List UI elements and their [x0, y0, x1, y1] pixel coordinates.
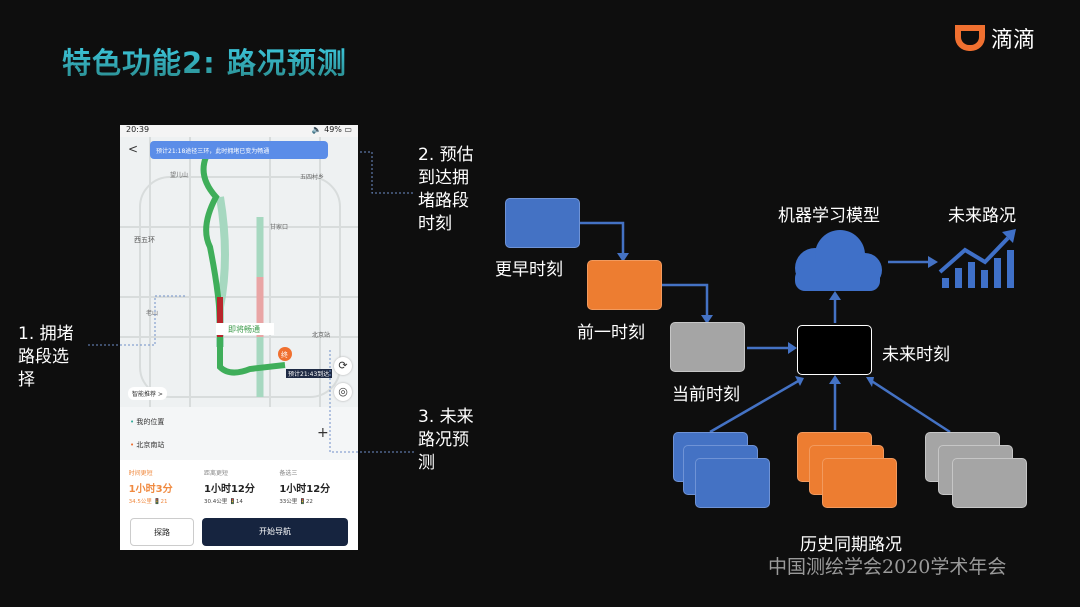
current-label: 当前时刻: [672, 385, 740, 405]
watermark: 中国测绘学会2020学术年会: [768, 556, 1007, 578]
destination-label: 北京南站: [136, 441, 165, 449]
place-list: • 我的位置 • 北京南站 +: [120, 407, 358, 460]
eta-banner: 预计21:18途径三环，此时拥堵已变为畅通: [150, 141, 328, 159]
eta-tag: [286, 369, 332, 378]
didi-logo: 滴滴: [955, 22, 1035, 54]
phone-screenshot: 20:39 🔈 49% ▭ 望儿山 五四村乡 甘家口 西五环 老山 北京站 即将畅…: [120, 125, 358, 550]
annotation-1: 1. 拥堵路段选择: [18, 324, 74, 390]
future-box: [797, 325, 872, 375]
map-tag: [216, 323, 274, 335]
destination-marker: [278, 347, 292, 361]
probe-button[interactable]: 探路: [130, 518, 194, 546]
map-label-soon-clear: 即将畅通: [228, 324, 260, 334]
page-title: 特色功能2: 路况预测: [62, 40, 347, 82]
annotation-line: [88, 295, 185, 346]
annotation-2: 2. 预估到达拥堵路段时刻: [418, 145, 474, 234]
eta-label: 预计21:43到达: [288, 370, 329, 378]
battery-level: 49%: [324, 125, 342, 134]
status-time: 20:39: [126, 125, 150, 134]
map-label-west-5th-ring: 西五环: [134, 236, 155, 244]
future-label: 未来时刻: [882, 345, 950, 365]
didi-logo-icon: [955, 25, 985, 51]
map[interactable]: 望儿山 五四村乡 甘家口 西五环 老山 北京站 即将畅通 终 预计21:43到达: [120, 137, 358, 407]
arrow: [580, 221, 625, 255]
annotation-line: [360, 151, 415, 194]
start-navigation-button[interactable]: 开始导航: [202, 518, 348, 546]
history-stack-blue: [695, 458, 770, 508]
arrow: [869, 378, 951, 434]
history-stack-gray: [952, 458, 1027, 508]
history-stack-orange: [822, 458, 897, 508]
current-box: [670, 322, 745, 372]
locate-button[interactable]: ◎: [334, 383, 352, 401]
earlier-label: 更早时刻: [495, 260, 563, 280]
logo-text: 滴滴: [991, 28, 1036, 53]
arrow: [662, 283, 709, 317]
trend-chart-icon: [938, 229, 1016, 288]
previous-box: [587, 260, 662, 310]
map-label-wusicunxiang: 五四村乡: [300, 173, 324, 181]
previous-label: 前一时刻: [577, 323, 645, 343]
map-label-wangershan: 望儿山: [170, 171, 188, 179]
map-label-beijing-station: 北京站: [312, 331, 330, 339]
refresh-button[interactable]: ⟳: [334, 357, 352, 375]
destination-item[interactable]: • 北京南站: [130, 441, 165, 449]
add-waypoint-button[interactable]: +: [317, 425, 329, 441]
history-label: 历史同期路况: [800, 535, 902, 555]
future-traffic-label: 未来路况: [948, 206, 1016, 226]
earlier-box: [505, 198, 580, 248]
origin-label: 我的位置: [136, 418, 165, 426]
back-button[interactable]: <: [128, 142, 139, 156]
map-label-laoshan: 老山: [146, 309, 158, 317]
cloud-icon: [795, 230, 882, 291]
status-battery: 🔈 49% ▭: [311, 125, 352, 134]
smart-recommend[interactable]: 智能推荐 >: [128, 387, 167, 400]
model-label: 机器学习模型: [778, 206, 880, 226]
arrow: [709, 378, 801, 434]
destination-marker-label: 终: [281, 350, 288, 359]
status-bar: 20:39 🔈 49% ▭: [120, 125, 358, 137]
origin-item[interactable]: • 我的位置: [130, 418, 165, 426]
map-label-ganjiakou: 甘家口: [270, 223, 288, 231]
annotation-3: 3. 未来路况预测: [418, 407, 474, 473]
annotation-line: [329, 350, 415, 453]
